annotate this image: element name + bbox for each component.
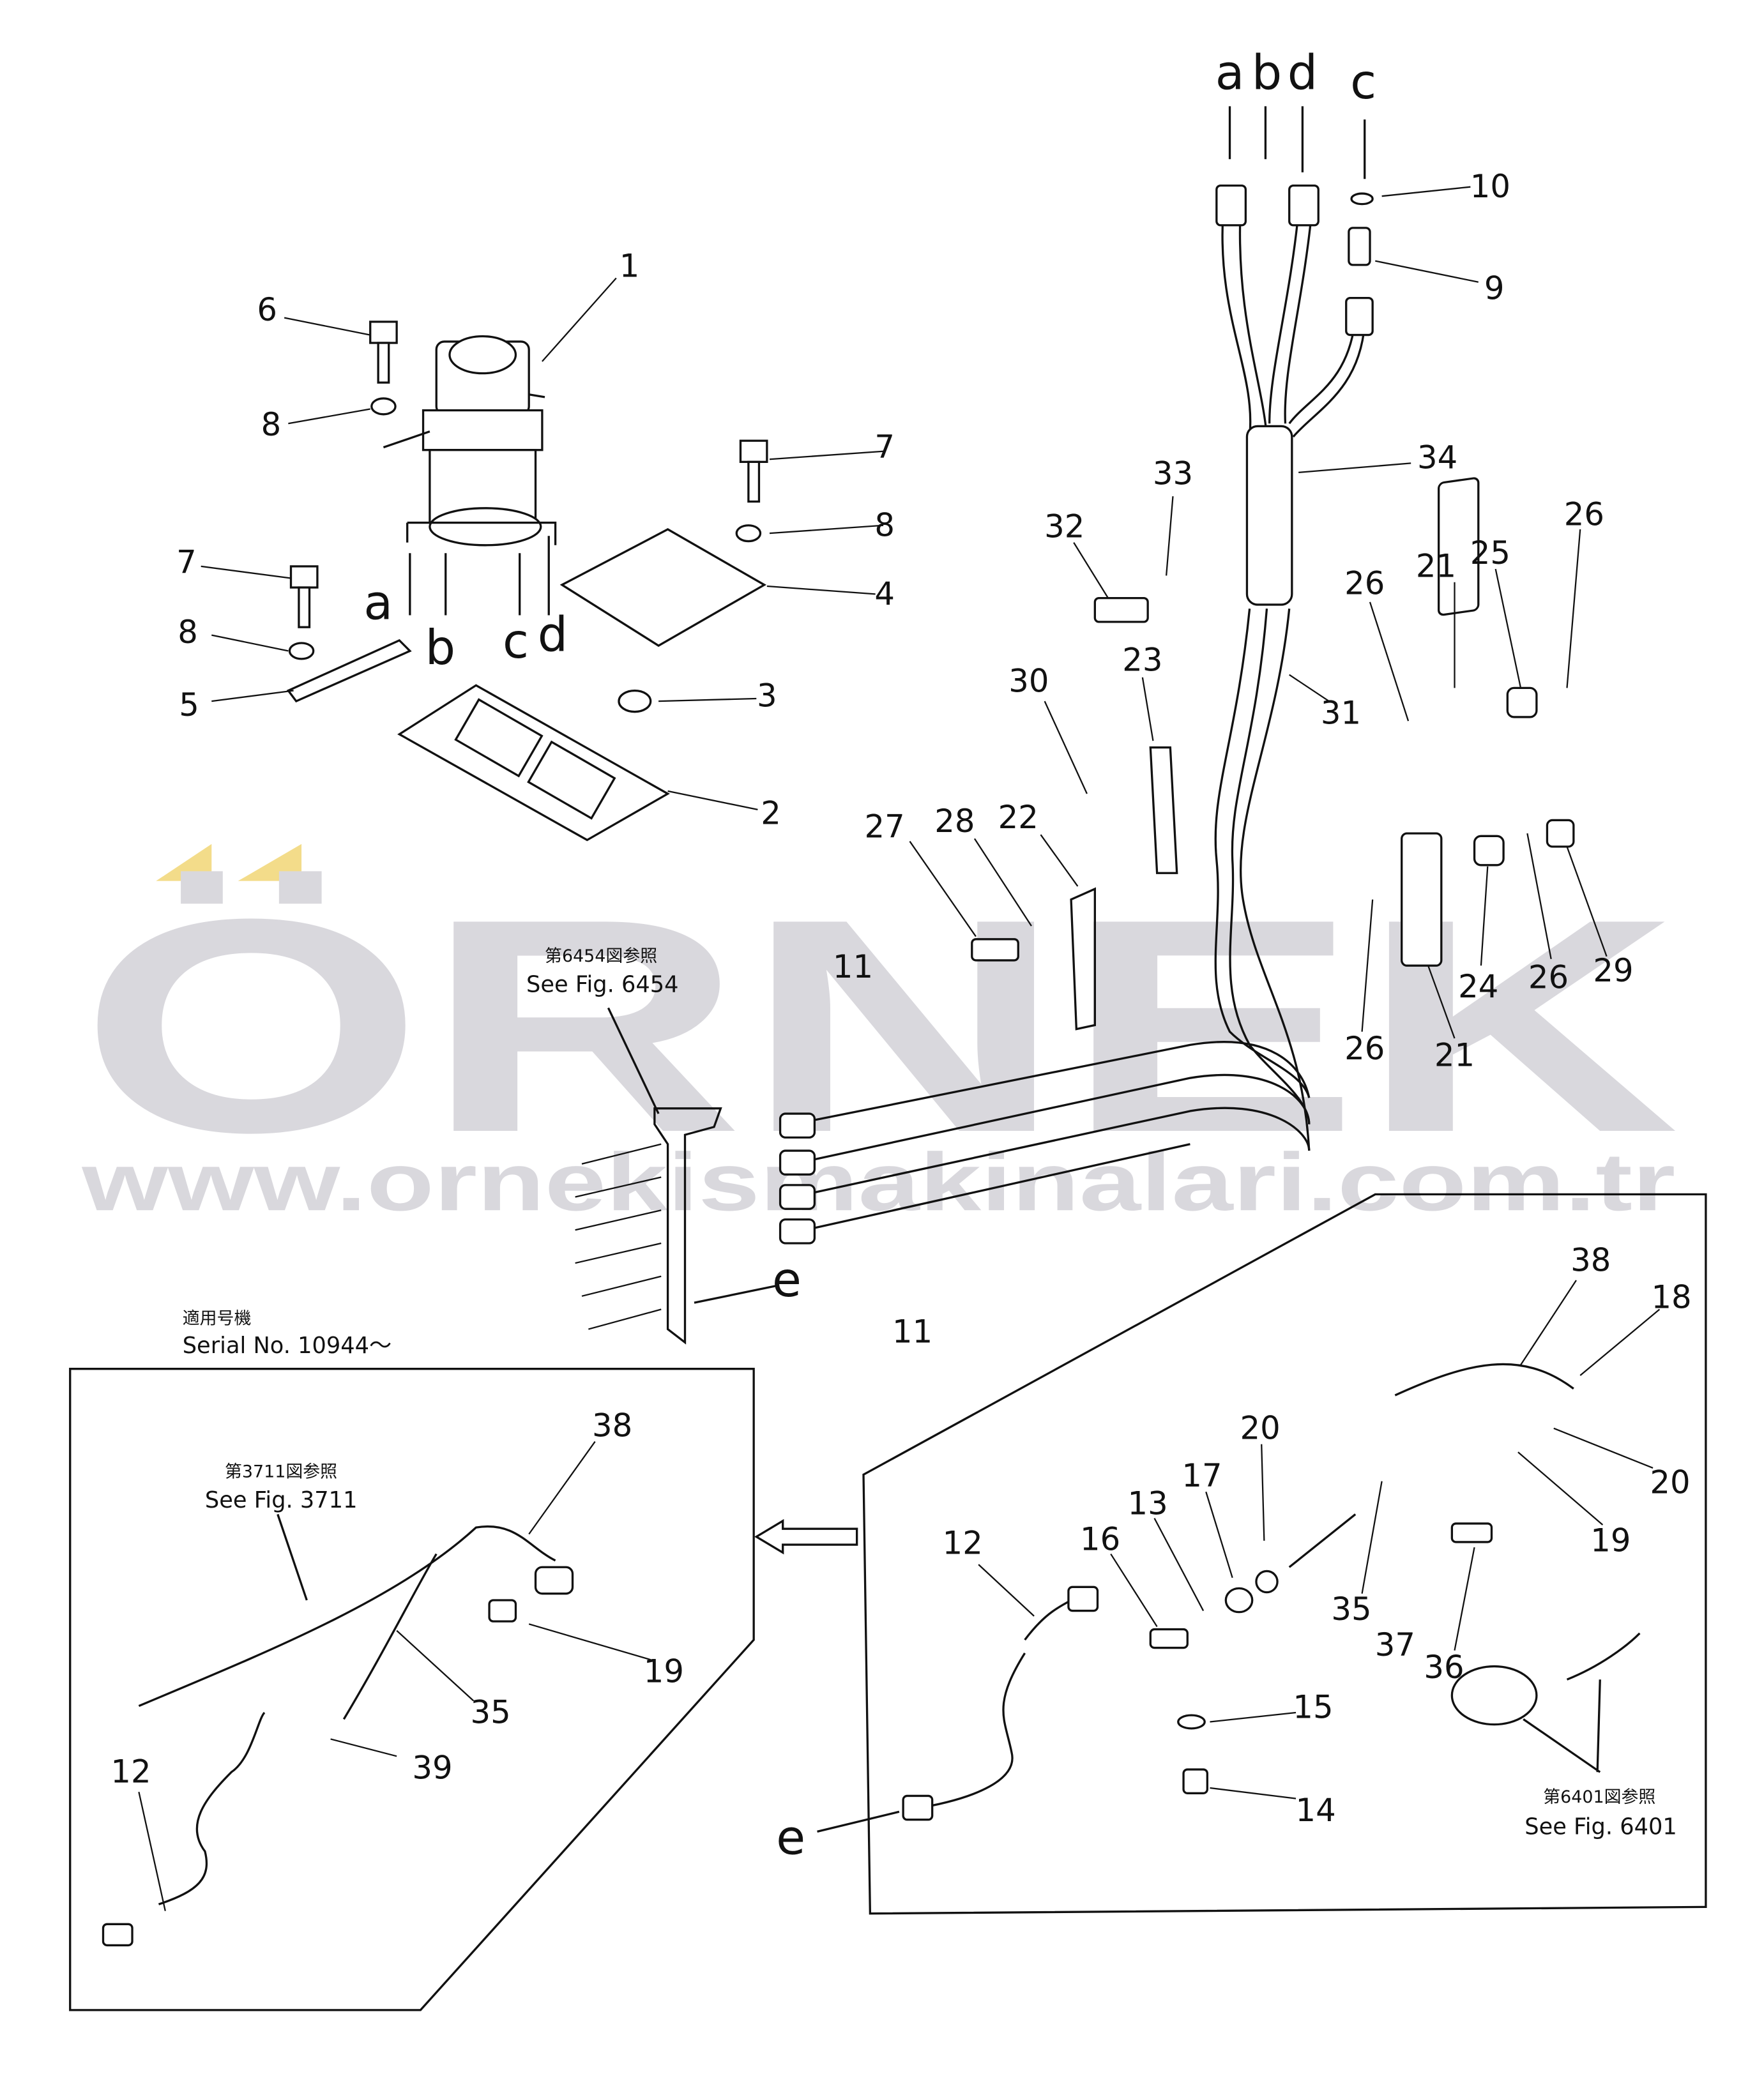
callout-7: 7 — [176, 543, 197, 580]
bolts — [288, 321, 768, 660]
callout-30: 30 — [1008, 663, 1049, 700]
callout-36: 36 — [1424, 1649, 1464, 1686]
callout-11: 11 — [892, 1313, 932, 1350]
callout-8: 8 — [874, 506, 895, 543]
gaskets — [286, 528, 767, 842]
callout-d: d — [538, 607, 568, 662]
callout-14: 14 — [1295, 1792, 1335, 1829]
callout-32: 32 — [1044, 508, 1084, 545]
note-fig3711: See Fig. 3711 — [205, 1487, 358, 1513]
callout-13: 13 — [1128, 1485, 1168, 1522]
right-inset-frame — [862, 1193, 1707, 1915]
watermark: ÖRNEK www.ornekismakinalari.com.tr — [79, 844, 1679, 1228]
callout-5: 5 — [179, 686, 199, 723]
callout-35: 35 — [471, 1694, 511, 1731]
callout-34: 34 — [1417, 439, 1457, 476]
callout-38: 38 — [1570, 1241, 1611, 1278]
note-fig6401: See Fig. 6401 — [1524, 1813, 1677, 1840]
callout-d: d — [1288, 45, 1318, 100]
callout-2: 2 — [761, 795, 781, 832]
callout-19: 19 — [1590, 1522, 1631, 1559]
callout-35: 35 — [1331, 1591, 1371, 1628]
callout-a: a — [1215, 45, 1245, 100]
callout-31: 31 — [1321, 694, 1361, 731]
callout-e: e — [776, 1810, 805, 1866]
left-inset-frame — [69, 1368, 755, 2011]
callout-26: 26 — [1564, 496, 1604, 533]
clamps — [971, 477, 1575, 1031]
callout-21: 21 — [1434, 1037, 1475, 1074]
note-fig6401-jp: 第6401図参照 — [1543, 1787, 1655, 1807]
callout-17: 17 — [1182, 1457, 1222, 1494]
callout-b: b — [1252, 45, 1282, 100]
valve-assembly — [383, 335, 557, 547]
callout-19: 19 — [644, 1653, 684, 1690]
callout-e: e — [772, 1252, 802, 1308]
callout-26: 26 — [1344, 1030, 1385, 1067]
fittings-top — [1215, 184, 1374, 337]
callout-26: 26 — [1344, 564, 1385, 602]
callout-39: 39 — [412, 1750, 452, 1787]
callout-b: b — [425, 620, 455, 676]
callout-4: 4 — [874, 575, 895, 612]
callout-21: 21 — [1416, 547, 1456, 584]
drawing-lines — [69, 106, 1707, 2011]
callout-11: 11 — [833, 948, 873, 985]
callout-23: 23 — [1122, 641, 1162, 678]
callout-29: 29 — [1593, 952, 1633, 989]
callout-20: 20 — [1650, 1464, 1690, 1501]
hose-bundle — [575, 211, 1366, 1345]
note-fig6454: See Fig. 6454 — [526, 972, 679, 998]
callout-25: 25 — [1470, 534, 1510, 571]
callout-22: 22 — [998, 799, 1038, 836]
callout-16: 16 — [1080, 1520, 1120, 1557]
callout-10: 10 — [1470, 168, 1510, 205]
callout-28: 28 — [934, 803, 975, 840]
callout-7: 7 — [874, 428, 895, 466]
serial-note: Serial No. 10944～ — [183, 1333, 392, 1359]
callout-8: 8 — [261, 406, 282, 443]
callout-20: 20 — [1240, 1409, 1281, 1446]
callout-c: c — [1350, 54, 1376, 110]
callout-37: 37 — [1375, 1626, 1415, 1663]
callout-18: 18 — [1651, 1278, 1691, 1315]
note-fig6454-jp: 第6454図参照 — [545, 946, 657, 966]
callout-24: 24 — [1458, 968, 1498, 1005]
note-fig3711-jp: 第3711図参照 — [225, 1462, 337, 1481]
callout-6: 6 — [257, 291, 277, 328]
callout-1: 1 — [620, 247, 640, 284]
serial-note-jp: 適用号機 — [183, 1308, 252, 1328]
inset-arrow-icon — [754, 1518, 858, 1555]
reference-notes: 第6454図参照 See Fig. 6454 第3711図参照 See Fig.… — [183, 946, 1677, 1840]
callout-9: 9 — [1484, 270, 1505, 307]
callout-a: a — [363, 575, 393, 631]
callout-c: c — [503, 614, 529, 669]
callout-3: 3 — [757, 677, 777, 714]
callout-33: 33 — [1153, 455, 1193, 492]
callout-12: 12 — [110, 1753, 151, 1790]
callout-27: 27 — [865, 808, 905, 845]
callout-8: 8 — [178, 614, 198, 651]
callout-38: 38 — [592, 1407, 632, 1444]
callout-15: 15 — [1293, 1688, 1333, 1725]
callout-12: 12 — [943, 1525, 983, 1562]
callout-26: 26 — [1528, 958, 1569, 995]
